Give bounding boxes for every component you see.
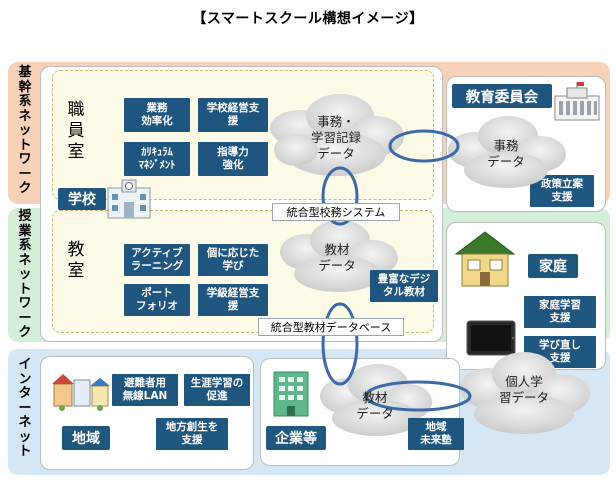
company-label: 企業等 [266,426,326,450]
class-function-box: 学級経営支 援 [198,284,268,316]
evacuee-wifi-box: 避難者用 無線LAN [112,374,178,406]
staff-function-box: 指導力 強化 [198,142,268,176]
page-title: 【スマートスクール構想イメージ】 [192,11,424,27]
school-label: 学校 [58,188,106,210]
teaching-material-cloud [280,220,398,292]
class-function-box: ポート フォリオ [124,284,190,316]
connector-rings [321,129,472,412]
admin-records-cloud-text: 事務・ 学習記録 データ [310,114,361,161]
local-juku-box: 地域 未来塾 [408,418,464,450]
internet-material-cloud-text: 教材 データ [356,390,394,421]
staff-function-box: 業務 効率化 [124,98,190,132]
lifelong-learning-box: 生涯学習の 促進 [184,374,250,406]
backbone-network-label: 基幹系ネットワーク [18,65,32,196]
class-network-label: 授業系ネットワーク [18,209,32,340]
policy-support-box: 政策立案 支援 [530,175,594,207]
education-board-label: 教育委員会 [452,84,552,108]
tablet-icon [466,320,516,356]
personal-learning-cloud-text: 個人学 習データ [498,374,549,405]
internet-label: インターネット [18,357,32,459]
government-building-icon [554,82,600,121]
class-function-box: アクティブ ラーニング [124,244,190,276]
office-building-icon [273,371,309,417]
board-admin-cloud-text: 事務 データ [487,138,525,169]
classroom-label: 教室 [67,240,85,281]
staff-function-box: ｶﾘｷｭﾗﾑ ﾏﾈｼﾞﾒﾝﾄ [124,142,190,176]
staff-function-box: 学校経営支 援 [198,98,268,132]
digital-materials-box: 豊富なデジ タル教材 [370,270,438,302]
region-label: 地域 [62,426,110,450]
town-icon [52,374,110,411]
home-study-support-box: 家庭学習 支援 [524,296,596,328]
material-database-bar: 統合型教材データベース [258,318,404,336]
personal-learning-cloud [460,352,590,434]
school-building-icon [107,179,151,219]
home-label: 家庭 [528,254,578,278]
house-icon [454,231,516,287]
staff-room-label: 職員室 [67,100,85,162]
school-affairs-system-bar: 統合型校務システム [272,203,400,221]
admin-records-cloud [270,94,404,176]
teaching-material-cloud-text: 教材 データ [318,242,356,273]
regional-revitalization-box: 地方創生を 支援 [156,418,228,450]
board-admin-cloud [448,116,566,188]
class-function-box: 個に応じた 学び [198,244,268,276]
